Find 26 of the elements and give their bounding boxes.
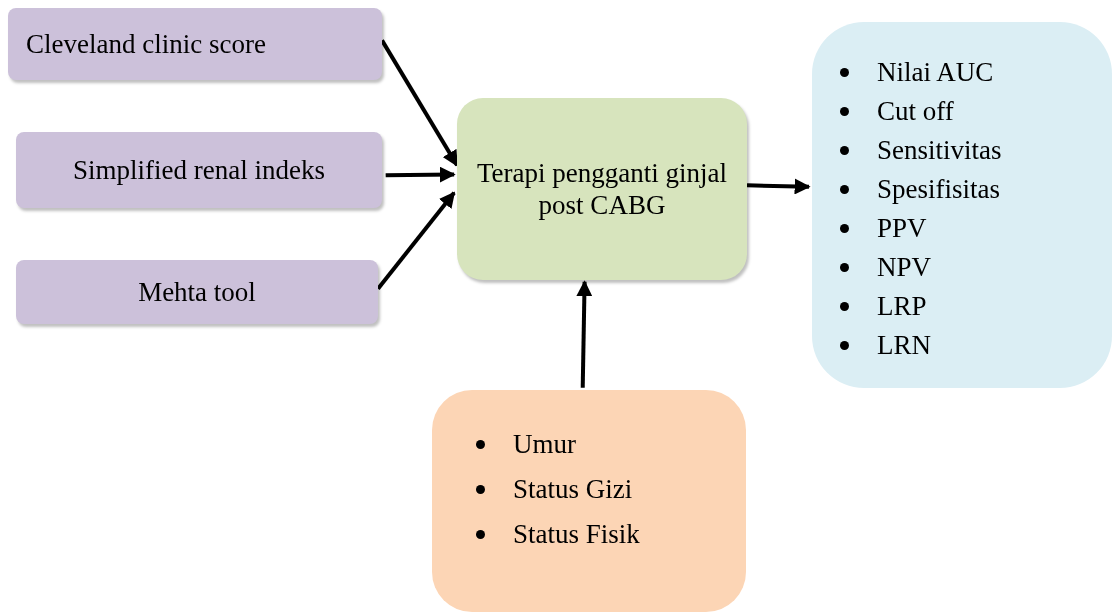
arrow [576, 280, 593, 388]
list-item: NPV [840, 248, 1002, 287]
list-item: Status Gizi [476, 467, 640, 512]
box-label: Cleveland clinic score [26, 27, 266, 61]
process-box [457, 98, 747, 280]
input-box [16, 260, 378, 324]
input-box [8, 8, 382, 80]
list-item: LRN [840, 326, 1002, 365]
box-label: Mehta tool [138, 275, 256, 309]
list-item: Status Fisik [476, 512, 640, 557]
list-item: Cut off [840, 92, 1002, 131]
list-item: PPV [840, 209, 1002, 248]
factor-box [432, 390, 746, 612]
list-item: Spesifisitas [840, 170, 1002, 209]
arrow [385, 166, 456, 183]
list-item: LRP [840, 287, 1002, 326]
box-label: Terapi pengganti ginjal post CABG [476, 156, 728, 222]
output-box [812, 22, 1112, 388]
list-item: Umur [476, 422, 640, 467]
box-label: Simplified renal indeks [73, 153, 325, 187]
list-item: Sensitivitas [840, 131, 1002, 170]
arrow [380, 39, 459, 167]
arrow [746, 178, 811, 195]
arrow [376, 191, 456, 291]
input-box [16, 132, 382, 208]
list-item: Nilai AUC [840, 53, 1002, 92]
